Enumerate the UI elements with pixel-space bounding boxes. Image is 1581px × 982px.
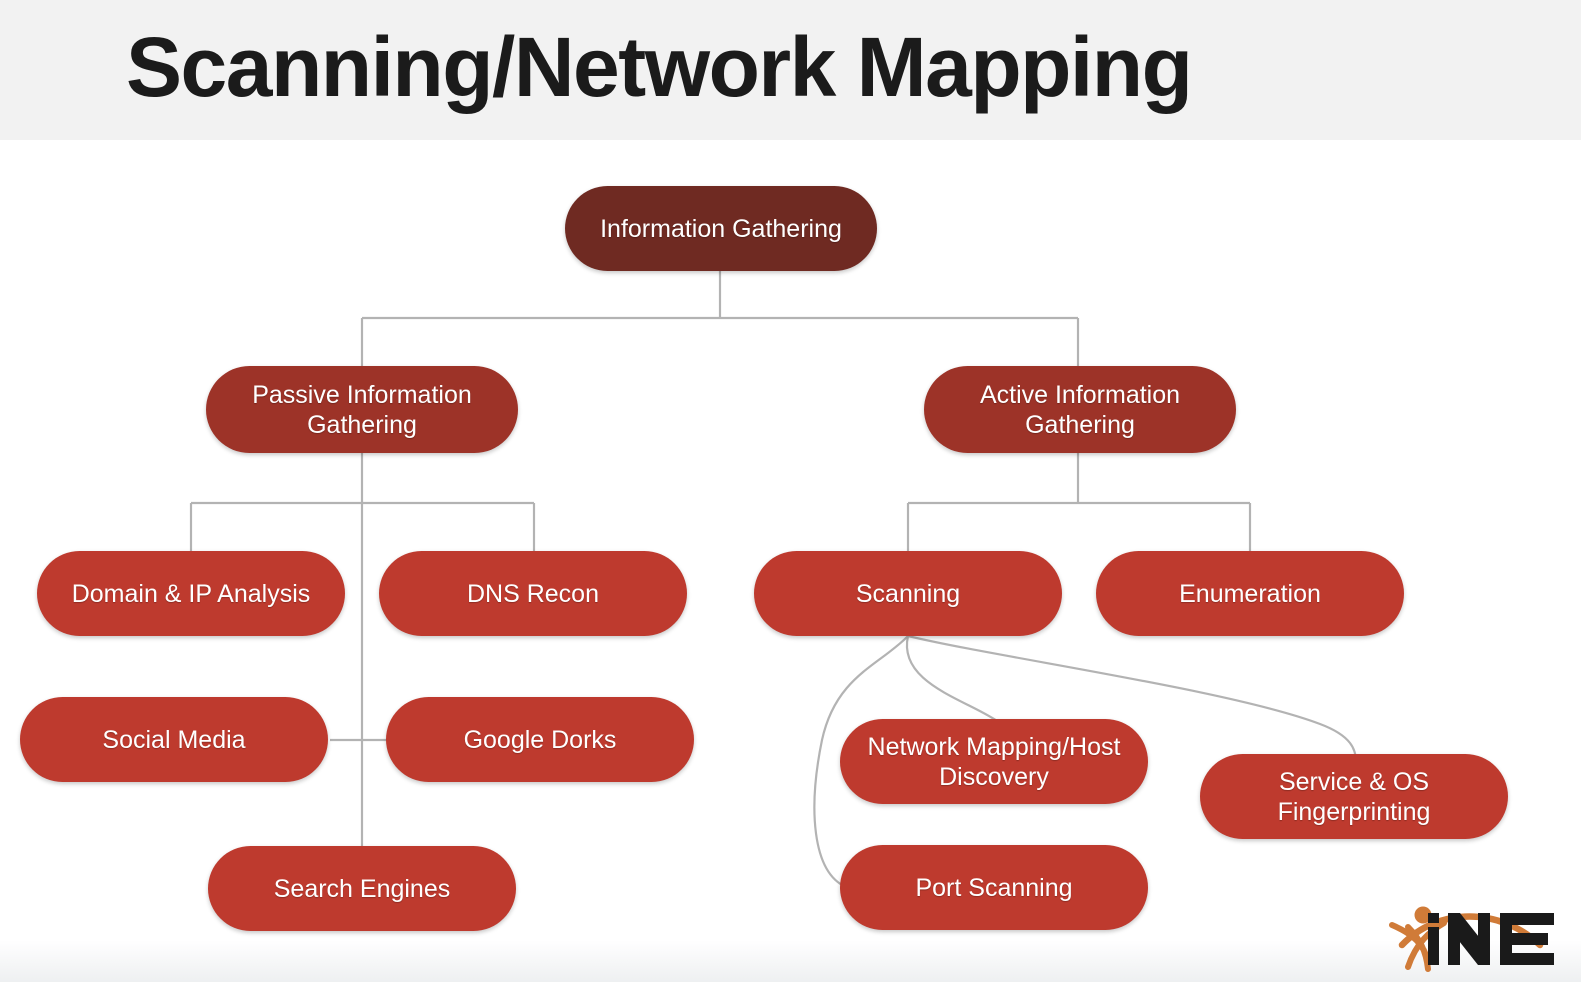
logo-wordmark-icon: [1428, 913, 1554, 965]
edge-root-to-level2: [360, 271, 1080, 366]
node-label: Search Engines: [273, 874, 451, 903]
node-label: Scanning: [855, 579, 961, 608]
node-label: Port Scanning: [915, 873, 1073, 902]
node-port-scanning[interactable]: Port Scanning: [840, 845, 1148, 930]
logo-figure-head-icon: [1414, 906, 1432, 924]
node-label: Social Media: [102, 725, 246, 754]
ine-logo: [1389, 906, 1554, 972]
node-label: Enumeration: [1179, 579, 1321, 608]
node-information-gathering[interactable]: Information Gathering: [565, 186, 877, 271]
node-label: Active Information Gathering: [979, 380, 1181, 439]
page-title: Scanning/Network Mapping: [126, 20, 1193, 114]
node-dns-recon[interactable]: DNS Recon: [379, 551, 687, 636]
node-label: Information Gathering: [600, 214, 842, 243]
node-enumeration[interactable]: Enumeration: [1096, 551, 1404, 636]
node-scanning[interactable]: Scanning: [754, 551, 1062, 636]
node-social-media[interactable]: Social Media: [20, 697, 328, 782]
node-label: Domain & IP Analysis: [71, 579, 311, 608]
node-label: Network Mapping/Host Discovery: [867, 732, 1121, 791]
node-label: Service & OS Fingerprinting: [1277, 767, 1431, 826]
node-service-os-fingerprinting[interactable]: Service & OS Fingerprinting: [1200, 754, 1508, 839]
node-domain-ip-analysis[interactable]: Domain & IP Analysis: [37, 551, 345, 636]
node-google-dorks[interactable]: Google Dorks: [386, 697, 694, 782]
logo-figure-body-icon: [1389, 920, 1447, 972]
node-passive-information-gathering[interactable]: Passive Information Gathering: [206, 366, 518, 453]
node-search-engines[interactable]: Search Engines: [208, 846, 516, 931]
node-active-information-gathering[interactable]: Active Information Gathering: [924, 366, 1236, 453]
footer-band: [0, 940, 1581, 982]
node-label: Passive Information Gathering: [252, 380, 472, 439]
edge-passive-rowA: [189, 501, 536, 551]
node-network-mapping-host-discovery[interactable]: Network Mapping/Host Discovery: [840, 719, 1148, 804]
node-label: Google Dorks: [463, 725, 617, 754]
node-label: DNS Recon: [467, 579, 599, 608]
edge-active-children: [906, 501, 1252, 551]
header-band: [0, 0, 1581, 140]
